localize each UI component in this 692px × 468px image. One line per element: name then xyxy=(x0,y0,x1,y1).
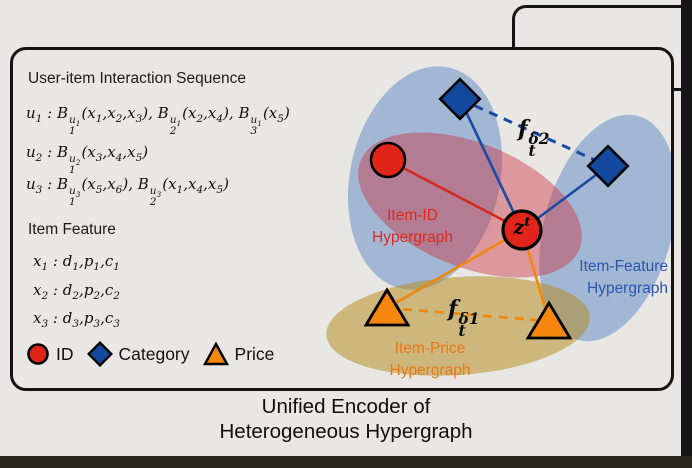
price-triangle-shape xyxy=(202,342,229,366)
unified-encoder-panel: Item-ID Hypergraph Item-Feature Hypergra… xyxy=(10,47,674,391)
price-node-2 xyxy=(525,300,573,340)
category-diamond-shape xyxy=(86,341,113,367)
bottom-frame-bar xyxy=(0,456,692,468)
id-circle-icon xyxy=(27,343,49,365)
feature-x2: x2 : d2,p2,c2 xyxy=(33,281,120,302)
legend-label-price: Price xyxy=(234,343,275,364)
interaction-sequence-title: User-item Interaction Sequence xyxy=(28,70,246,87)
feature-x1: x1 : d1,p1,c1 xyxy=(33,252,120,273)
hypergraph-canvas xyxy=(363,77,630,340)
legend-item-id: ID xyxy=(26,342,74,366)
edge-id-to-z xyxy=(387,158,523,232)
category-node-1 xyxy=(438,77,482,121)
z-node-label: zt xyxy=(513,215,531,239)
item-price-hypergraph-label: Item-Price Hypergraph xyxy=(389,340,471,379)
legend-label-id: ID xyxy=(56,343,74,364)
edge-category1-to-z xyxy=(458,98,524,231)
price-node-1 xyxy=(363,287,411,327)
edge-price-dashed xyxy=(386,306,550,323)
price-triangle-icon xyxy=(202,342,229,366)
item-id-hypergraph-label: Item-ID Hypergraph xyxy=(372,207,453,246)
category-diamond-icon xyxy=(86,341,113,367)
id-circle-shape xyxy=(27,343,49,365)
feature-x3: x3 : d3,p3,c3 xyxy=(33,309,120,330)
caption: Unified Encoder of Heterogeneous Hypergr… xyxy=(219,395,473,443)
id-node xyxy=(369,141,407,179)
item-feature-hypergraph-label: Item-Feature Hypergraph xyxy=(579,258,668,297)
right-frame-bar xyxy=(681,0,692,468)
legend-item-category: Category xyxy=(86,341,190,367)
item-feature-title: Item Feature xyxy=(28,221,116,238)
category-node-2 xyxy=(586,144,630,188)
legend-label-category: Category xyxy=(118,343,190,364)
edge-price1-to-z xyxy=(386,228,523,310)
edge-category-dashed xyxy=(459,97,609,168)
legend: ID Category Price xyxy=(26,341,274,367)
legend-item-price: Price xyxy=(202,342,275,366)
z-node xyxy=(501,209,543,251)
